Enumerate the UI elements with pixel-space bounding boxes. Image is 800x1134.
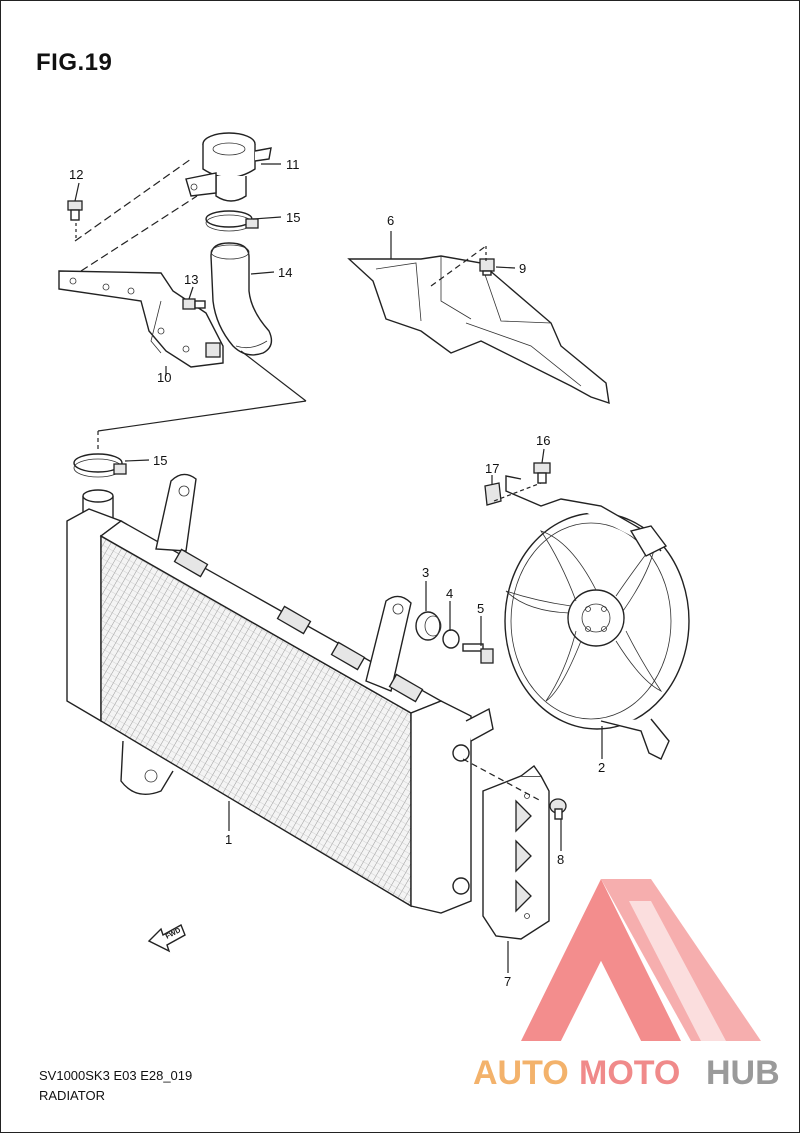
part-9-clip <box>479 258 495 276</box>
part-14-radiator-hose <box>210 242 273 356</box>
part-10-bracket <box>58 270 224 368</box>
callout-12: 12 <box>69 167 83 182</box>
watermark-auto: AUTO <box>473 1054 569 1092</box>
watermark-moto: MOTO <box>579 1054 680 1092</box>
part-11-outlet-fitting <box>185 132 272 202</box>
leader-lines <box>74 158 603 973</box>
callout-5: 5 <box>477 601 484 616</box>
part-15-hose-clamp-upper <box>205 210 259 232</box>
callout-1: 1 <box>225 832 232 847</box>
callout-16: 16 <box>536 433 550 448</box>
callout-13: 13 <box>184 272 198 287</box>
fwd-arrow-icon: FWD <box>147 924 186 953</box>
callout-11: 11 <box>286 157 300 172</box>
watermark-hub: HUB <box>706 1054 780 1092</box>
callout-9: 9 <box>519 261 526 276</box>
callout-7: 7 <box>504 974 511 989</box>
callout-2: 2 <box>598 760 605 775</box>
part-4-collar <box>442 629 460 649</box>
callout-labels: 11 12 15 14 13 10 6 9 15 16 17 3 4 5 1 2… <box>69 157 605 989</box>
model-code: SV1000SK3 E03 E28_019 <box>39 1068 193 1083</box>
callout-15-lower: 15 <box>153 453 167 468</box>
part-12-bolt <box>67 200 83 221</box>
part-2-cooling-fan <box>504 475 690 760</box>
part-13-bolt <box>182 298 206 310</box>
figure-title: FIG.19 <box>36 49 113 76</box>
part-3-grommet <box>415 611 442 641</box>
callout-14: 14 <box>278 265 292 280</box>
part-16-bolt <box>533 462 551 484</box>
callout-15-upper: 15 <box>286 210 300 225</box>
callout-8: 8 <box>557 852 564 867</box>
part-15-hose-clamp-lower <box>73 453 127 478</box>
part-1-radiator <box>66 473 494 914</box>
watermark-text: AUTO MOTO HUB <box>473 1054 780 1092</box>
part-5-bolt <box>462 643 494 664</box>
section-name: RADIATOR <box>39 1088 105 1103</box>
part-8-screw <box>549 798 567 820</box>
callout-4: 4 <box>446 586 453 601</box>
watermark-logo <box>521 879 761 1041</box>
part-17-nut <box>484 482 502 506</box>
part-7-side-guard <box>482 764 550 940</box>
callout-17: 17 <box>485 461 499 476</box>
callout-3: 3 <box>422 565 429 580</box>
callout-10: 10 <box>157 370 171 385</box>
part-6-air-guide <box>347 255 610 405</box>
callout-6: 6 <box>387 213 394 228</box>
